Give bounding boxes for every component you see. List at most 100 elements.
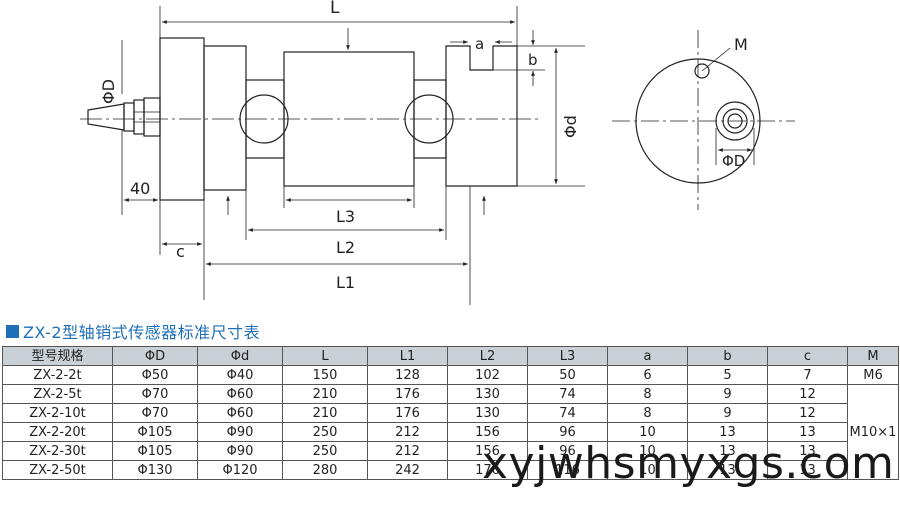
header-cell: 型号规格 [2, 346, 113, 366]
table-cell: 116 [527, 460, 608, 480]
table-cell: Φ120 [197, 460, 283, 480]
pin-side-view [80, 37, 540, 201]
table-cell: Φ70 [112, 384, 198, 404]
table-cell: Φ70 [112, 403, 198, 423]
pin-end-view [612, 30, 795, 210]
table-cell: ZX-2-50t [2, 460, 113, 480]
header-cell: L [282, 346, 368, 366]
table-cell: 130 [447, 403, 528, 423]
dim-label-L3: L3 [336, 207, 355, 226]
table-cell: Φ90 [197, 422, 283, 442]
technical-drawing: L a b ΦD Φd 40 c L3 L2 L1 M ΦD [80, 0, 795, 305]
table-title-text: ZX-2型轴销式传感器标准尺寸表 [23, 323, 261, 342]
dim-label-L1: L1 [336, 273, 355, 292]
table-cell: 12 [767, 384, 848, 404]
table-cell: ZX-2-5t [2, 384, 113, 404]
table-cell: 9 [687, 403, 768, 423]
table-cell: ZX-2-2t [2, 365, 113, 385]
table-cell: 12 [767, 403, 848, 423]
table-cell: 6 [607, 365, 688, 385]
table-cell: ZX-2-30t [2, 441, 113, 461]
table-cell: 10 [607, 460, 688, 480]
table-cell: Φ105 [112, 422, 198, 442]
table-title: ZX-2型轴销式传感器标准尺寸表 [6, 320, 260, 342]
dim-label-40: 40 [130, 179, 150, 198]
title-square-icon [6, 324, 19, 338]
dimension-lines [121, 6, 585, 305]
dim-label-a: a [475, 35, 484, 53]
table-cell: 176 [447, 460, 528, 480]
table-cell: 7 [767, 365, 848, 385]
table-cell: 212 [367, 422, 448, 442]
header-cell: b [687, 346, 768, 366]
table-cell: 242 [367, 460, 448, 480]
table-cell: 9 [687, 384, 768, 404]
table-cell: 74 [527, 384, 608, 404]
m-cell-merged: M10×1 [847, 384, 899, 480]
table-cell: 10 [607, 422, 688, 442]
table-cell: Φ130 [112, 460, 198, 480]
table-cell: 13 [767, 441, 848, 461]
header-cell: L3 [527, 346, 608, 366]
table-cell: 128 [367, 365, 448, 385]
table-cell: 130 [447, 384, 528, 404]
table-cell: 50 [527, 365, 608, 385]
m-cell: M6 [847, 365, 899, 385]
table-cell: 13 [767, 460, 848, 480]
table-cell: 96 [527, 422, 608, 442]
dim-label-L: L [330, 0, 340, 18]
table-cell: ZX-2-10t [2, 403, 113, 423]
table-cell: 250 [282, 422, 368, 442]
dim-label-phiD-left: ΦD [99, 79, 118, 104]
table-cell: 8 [607, 384, 688, 404]
table-cell: Φ50 [112, 365, 198, 385]
header-cell: L1 [367, 346, 448, 366]
table-cell: 156 [447, 422, 528, 442]
dim-label-c: c [176, 242, 185, 261]
table-cell: 250 [282, 441, 368, 461]
dim-label-phid: Φd [561, 115, 580, 138]
table-cell: 13 [687, 460, 768, 480]
table-cell: 210 [282, 403, 368, 423]
header-cell: L2 [447, 346, 528, 366]
header-cell: a [607, 346, 688, 366]
table-cell: 102 [447, 365, 528, 385]
table-cell: 8 [607, 403, 688, 423]
table-cell: 74 [527, 403, 608, 423]
table-cell: Φ60 [197, 384, 283, 404]
table-cell: 176 [367, 403, 448, 423]
header-cell: Φd [197, 346, 283, 366]
table-cell: 176 [367, 384, 448, 404]
table-cell: Φ90 [197, 441, 283, 461]
table-cell: ZX-2-20t [2, 422, 113, 442]
dim-label-phiD-right: ΦD [722, 152, 745, 170]
dim-label-M: M [734, 35, 748, 54]
table-cell: Φ105 [112, 441, 198, 461]
header-cell: M [847, 346, 899, 366]
table-cell: 10 [607, 441, 688, 461]
table-cell: 280 [282, 460, 368, 480]
dim-label-L2: L2 [336, 238, 355, 257]
table-cell: Φ40 [197, 365, 283, 385]
table-cell: 13 [687, 441, 768, 461]
table-cell: 150 [282, 365, 368, 385]
table-cell: 5 [687, 365, 768, 385]
table-cell: 13 [767, 422, 848, 442]
table-cell: Φ60 [197, 403, 283, 423]
table-header-row: 型号规格 ΦD Φd L L1 L2 L3 a b c M [2, 346, 899, 366]
header-cell: c [767, 346, 848, 366]
table-cell: 13 [687, 422, 768, 442]
table-cell: 156 [447, 441, 528, 461]
table-cell: 210 [282, 384, 368, 404]
dim-label-b: b [528, 51, 538, 69]
table-cell: 96 [527, 441, 608, 461]
table-cell: 212 [367, 441, 448, 461]
header-cell: ΦD [112, 346, 198, 366]
